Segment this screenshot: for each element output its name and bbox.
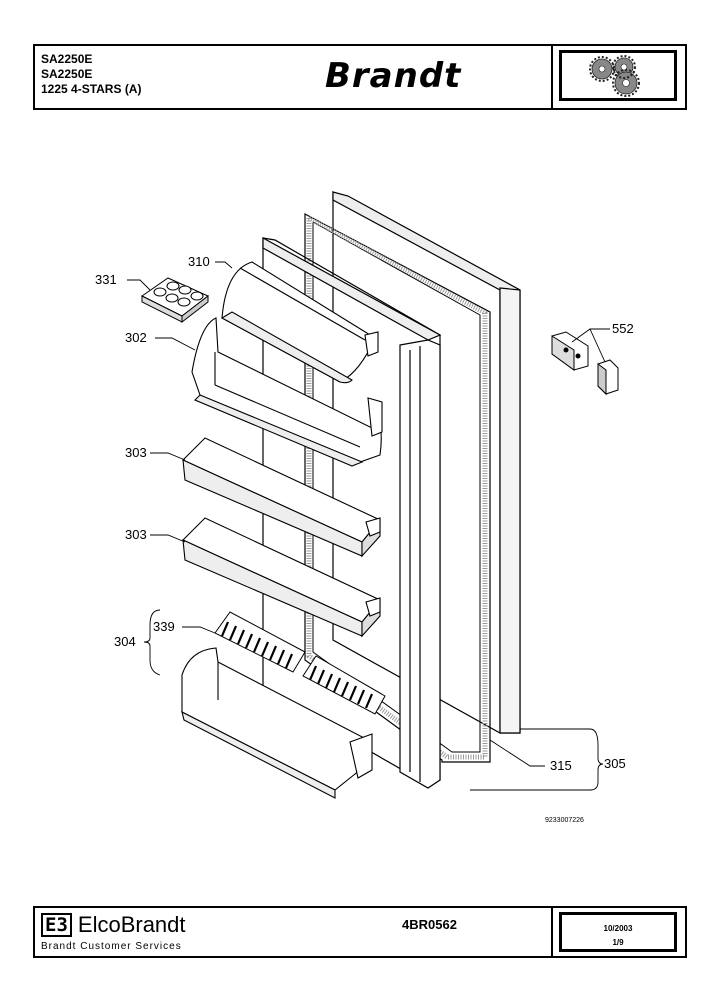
hinge-parts bbox=[551, 331, 619, 396]
title-block-footer: E3 ElcoBrandt Brandt Customer Services 4… bbox=[33, 906, 687, 958]
callout-304: 304 bbox=[114, 634, 136, 649]
date-cell: 10/2003 1/9 bbox=[551, 908, 685, 956]
callout-302: 302 bbox=[125, 330, 147, 345]
issue-date: 10/2003 bbox=[603, 924, 633, 933]
drawing-number: 9233007226 bbox=[545, 817, 584, 824]
model-line-2: SA2250E bbox=[41, 67, 93, 81]
model-line-3: 1225 4-STARS (A) bbox=[41, 82, 142, 96]
title-block-header: SA2250E SA2250E 1225 4-STARS (A) Brandt bbox=[33, 44, 687, 110]
callout-339: 339 bbox=[153, 619, 175, 634]
gears-icon bbox=[559, 50, 677, 101]
callout-331: 331 bbox=[95, 272, 117, 287]
bottle-retainers bbox=[214, 611, 386, 715]
document-reference: 4BR0562 bbox=[402, 917, 457, 932]
door-shelf-b bbox=[182, 517, 381, 638]
dairy-compartment bbox=[220, 261, 379, 384]
callout-303-upper: 303 bbox=[125, 445, 147, 460]
logo-cell bbox=[551, 46, 685, 108]
service-name: Brandt Customer Services bbox=[41, 941, 182, 952]
brand-logo: Brandt bbox=[325, 56, 462, 96]
callout-305: 305 bbox=[604, 756, 626, 771]
leader-lines bbox=[127, 261, 610, 791]
callout-310: 310 bbox=[188, 254, 210, 269]
company-name: ElcoBrandt bbox=[77, 912, 186, 937]
model-list: SA2250E SA2250E 1225 4-STARS (A) bbox=[41, 52, 141, 97]
callout-552: 552 bbox=[612, 321, 634, 336]
callout-303-lower: 303 bbox=[125, 527, 147, 542]
callout-315: 315 bbox=[550, 758, 572, 773]
door-shelf-a bbox=[182, 437, 381, 558]
company-logo: E3 ElcoBrandt bbox=[41, 912, 186, 938]
date-box: 10/2003 1/9 bbox=[559, 912, 677, 952]
page-number: 1/9 bbox=[612, 938, 624, 947]
callout-labels: 331 310 302 303 303 339 304 552 315 305 … bbox=[95, 254, 634, 824]
model-line-1: SA2250E bbox=[41, 52, 93, 66]
upper-door-shelf bbox=[191, 317, 383, 467]
egg-tray bbox=[141, 277, 209, 324]
bottle-shelf bbox=[181, 647, 373, 799]
elcobrandt-mark-icon: E3 bbox=[41, 913, 72, 937]
inner-door-liner bbox=[262, 236, 442, 789]
